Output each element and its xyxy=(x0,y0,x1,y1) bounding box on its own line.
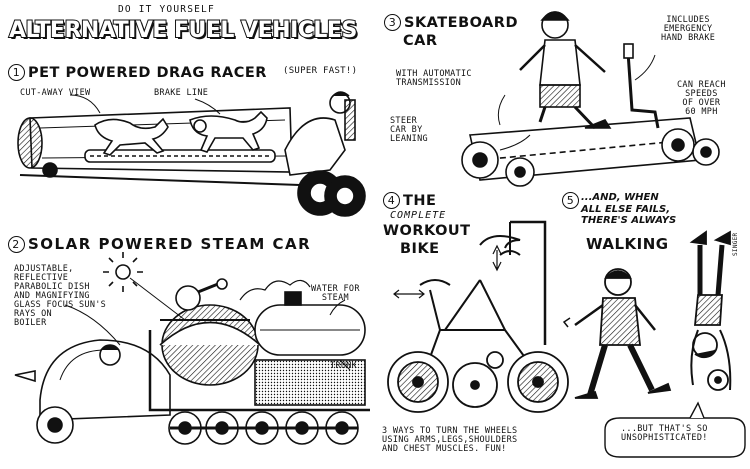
panel-1-number: 1 xyxy=(8,64,25,81)
solar-steam-car-illustration xyxy=(14,252,370,445)
label-trunk: TRUNK xyxy=(330,361,358,371)
skateboard-car-illustration xyxy=(461,11,720,187)
dog-left-icon xyxy=(94,117,169,156)
label-brake-line: BRAKE LINE xyxy=(154,88,209,98)
panel-1-title: PET POWERED DRAG RACER xyxy=(28,65,267,81)
panel-2-title: SOLAR POWERED STEAM CAR xyxy=(28,235,312,253)
panel-5-title-intro: ...AND, WHEN ALL ELSE FAILS, THERE'S ALW… xyxy=(581,192,677,226)
panel-5-heading: 5 xyxy=(562,192,582,209)
label-parabolic-dish: ADJUSTABLE, REFLECTIVE PARABOLIC DISH AN… xyxy=(14,264,107,328)
pet-racer-illustration xyxy=(17,91,366,217)
panel-4-title-line2: COMPLETE xyxy=(390,210,447,221)
label-water-for-steam: WATER FOR STEAM xyxy=(311,284,360,303)
panel-3-title-line2: CAR xyxy=(403,33,438,49)
label-steer-by-leaning: STEER CAR BY LEANING xyxy=(390,116,428,144)
walking-illustration xyxy=(562,230,746,458)
workout-bike-caption: 3 WAYS TO TURN THE WHEELS USING ARMS,LEG… xyxy=(382,426,518,454)
page-title: ALTERNATIVE FUEL VEHICLES xyxy=(8,18,358,43)
magnifying-glass-icon xyxy=(175,285,201,311)
panel-4-number: 4 xyxy=(383,192,400,209)
panel-2-number: 2 xyxy=(8,236,25,253)
label-cutaway-view: CUT-AWAY VIEW xyxy=(20,88,91,98)
panel-5-title-main: WALKING xyxy=(586,235,669,253)
sun-icon xyxy=(103,252,143,292)
header-kicker: DO IT YOURSELF xyxy=(118,4,215,15)
artist-signature: SINGER xyxy=(732,232,739,256)
walker-speech: ...BUT THAT'S SO UNSOPHISTICATED! xyxy=(621,424,708,443)
panel-4-title-line4: BIKE xyxy=(400,241,440,257)
panel-4-title-line3: WORKOUT xyxy=(383,223,471,239)
label-top-speed: CAN REACH SPEEDS OF OVER 60 MPH xyxy=(677,80,726,117)
skater-body-icon xyxy=(539,39,581,86)
panel-1-aside: (SUPER FAST!) xyxy=(283,66,358,76)
label-automatic-transmission: WITH AUTOMATIC TRANSMISSION xyxy=(396,69,472,88)
panel-4-title-line1: THE xyxy=(403,193,437,209)
label-emergency-brake: INCLUDES EMERGENCY HAND BRAKE xyxy=(661,15,716,43)
panel-3-title-line1: SKATEBOARD xyxy=(404,15,518,31)
panel-3-number: 3 xyxy=(384,14,401,31)
speech-balloon-outline xyxy=(604,417,746,458)
workout-bike-illustration xyxy=(387,220,569,413)
dog-right-icon xyxy=(189,110,268,153)
panel-5-number: 5 xyxy=(562,192,579,209)
